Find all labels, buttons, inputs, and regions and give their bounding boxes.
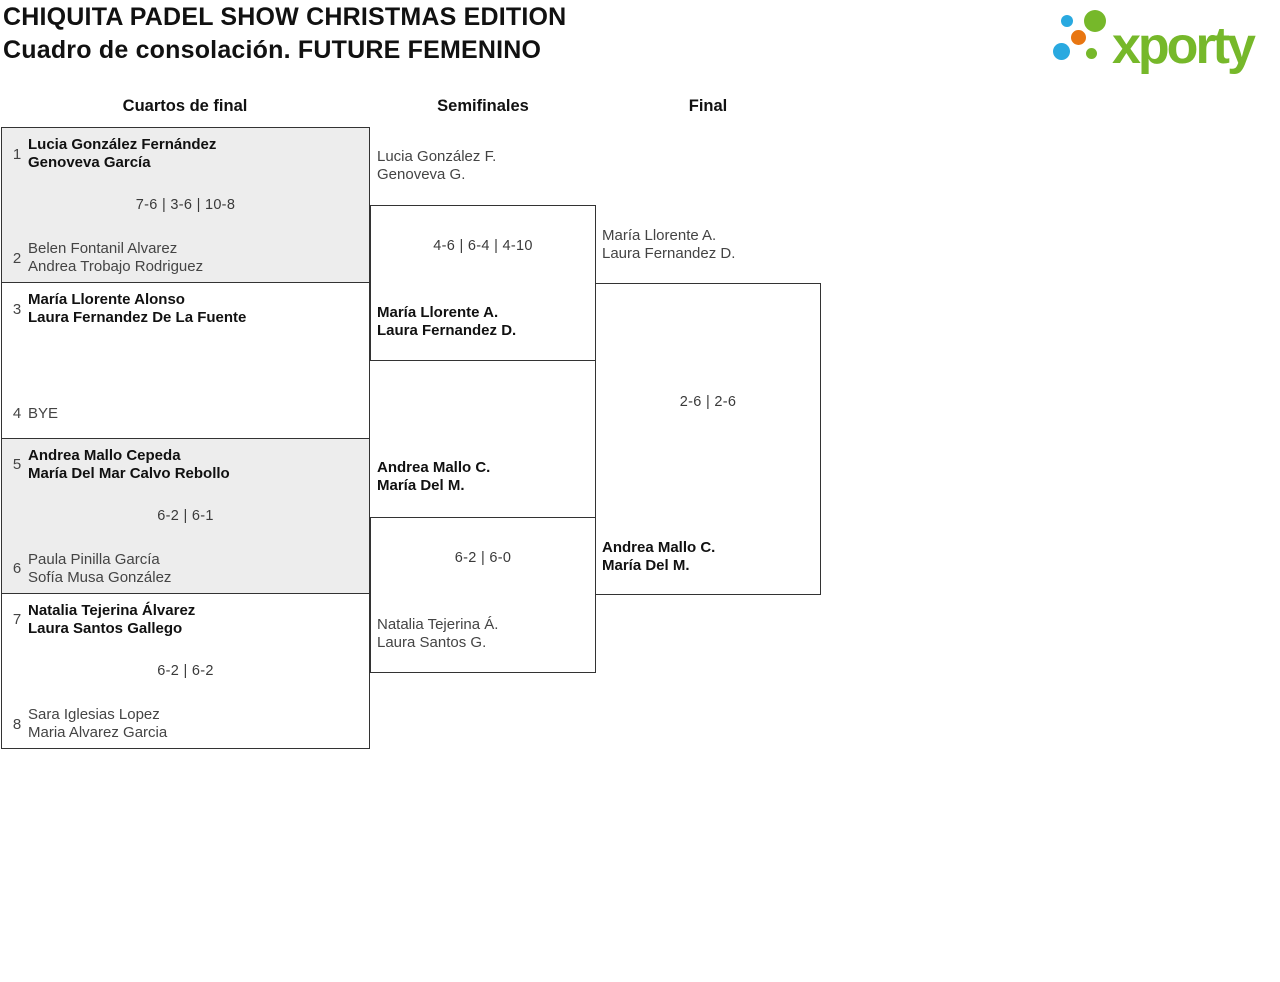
team-players: Lucia González Fernández Genoveva García	[28, 136, 216, 172]
team-entry[interactable]: 8 Sara Iglesias Lopez Maria Alvarez Garc…	[6, 706, 363, 742]
team-entry[interactable]: 6 Paula Pinilla García Sofía Musa Gonzál…	[6, 551, 363, 587]
team-players: Andrea Mallo Cepeda María Del Mar Calvo …	[28, 447, 230, 483]
player-name: Lucia González F.	[377, 148, 497, 165]
team-entry[interactable]: 5 Andrea Mallo Cepeda María Del Mar Calv…	[6, 447, 363, 483]
page-title: CHIQUITA PADEL SHOW CHRISTMAS EDITION Cu…	[3, 1, 566, 67]
player-name: Belen Fontanil Alvarez	[28, 240, 178, 258]
match-score: 6-2 | 6-2	[157, 662, 214, 679]
seed-number: 7	[12, 611, 22, 629]
team-players: María Llorente Alonso Laura Fernandez De…	[28, 291, 246, 327]
team-players: BYE	[28, 405, 58, 423]
logo-wordmark: xporty	[1112, 17, 1256, 75]
player-name: Andrea Trobajo Rodriguez	[28, 258, 204, 276]
player-name: María Llorente Alonso	[28, 291, 185, 309]
team-players: Belen Fontanil Alvarez Andrea Trobajo Ro…	[28, 240, 203, 276]
player-name: Andrea Mallo C.	[602, 539, 716, 556]
logo-dot-icon	[1071, 30, 1086, 45]
player-name: Laura Fernandez De La Fuente	[28, 309, 247, 327]
seed-number: 4	[12, 405, 22, 422]
final-match-box	[595, 283, 821, 595]
player-name: Laura Santos Gallego	[28, 619, 183, 637]
team-players: Sara Iglesias Lopez Maria Alvarez Garcia	[28, 706, 167, 742]
logo-dot-icon	[1061, 15, 1073, 27]
team-entry[interactable]: Natalia Tejerina Á. Laura Santos G.	[377, 616, 498, 652]
logo-dot-icon	[1086, 48, 1097, 59]
player-name: Andrea Mallo C.	[377, 459, 491, 476]
player-name: Natalia Tejerina Álvarez	[28, 601, 196, 619]
seed-number: 1	[12, 145, 22, 163]
team-players: Natalia Tejerina Álvarez Laura Santos Ga…	[28, 602, 195, 638]
round-header-semifinals: Semifinales	[437, 97, 529, 115]
player-name: Genoveva García	[28, 154, 151, 171]
xporty-logo[interactable]: xporty	[1050, 4, 1280, 76]
team-entry-bye[interactable]: 4 BYE	[6, 405, 363, 423]
team-entry[interactable]: María Llorente A. Laura Fernandez D.	[377, 304, 516, 340]
team-entry[interactable]: Andrea Mallo C. María Del M.	[602, 539, 715, 575]
team-entry[interactable]: Lucia González F. Genoveva G.	[377, 148, 496, 184]
team-entry[interactable]: 7 Natalia Tejerina Álvarez Laura Santos …	[6, 602, 363, 638]
player-name: María Del Mar Calvo Rebollo	[28, 464, 230, 482]
seed-number: 2	[12, 249, 22, 267]
team-entry[interactable]: Andrea Mallo C. María Del M.	[377, 459, 490, 495]
player-name: María Del M.	[602, 557, 690, 574]
team-entry[interactable]: 2 Belen Fontanil Alvarez Andrea Trobajo …	[6, 240, 363, 276]
match-score: 6-2 | 6-1	[157, 507, 214, 524]
match-score: 4-6 | 6-4 | 4-10	[433, 238, 533, 254]
player-name: Sara Iglesias Lopez	[28, 706, 160, 723]
bye-label: BYE	[28, 404, 59, 422]
player-name: Laura Santos G.	[377, 634, 487, 651]
team-entry[interactable]: María Llorente A. Laura Fernandez D.	[602, 227, 735, 263]
player-name: Lucia González Fernández	[28, 136, 217, 153]
player-name: Genoveva G.	[377, 166, 466, 183]
quarterfinal-match-4: 7 Natalia Tejerina Álvarez Laura Santos …	[2, 592, 369, 748]
seed-number: 5	[12, 456, 22, 473]
semifinal-match-2-box	[370, 517, 596, 673]
player-name: María Del M.	[377, 477, 465, 494]
seed-number: 8	[12, 715, 22, 733]
tournament-title: CHIQUITA PADEL SHOW CHRISTMAS EDITION	[3, 3, 567, 31]
match-score: 6-2 | 6-0	[454, 550, 512, 566]
player-name: Maria Alvarez Garcia	[28, 724, 168, 741]
round-header-final: Final	[688, 97, 728, 115]
quarterfinals-column: 1 Lucia González Fernández Genoveva Garc…	[1, 127, 370, 749]
seed-number: 3	[12, 300, 22, 318]
round-header-quarterfinals: Cuartos de final	[122, 97, 248, 115]
quarterfinal-match-2: 3 María Llorente Alonso Laura Fernandez …	[2, 282, 369, 438]
draw-subtitle: Cuadro de consolación. FUTURE FEMENINO	[3, 36, 542, 64]
team-entry[interactable]: 1 Lucia González Fernández Genoveva Garc…	[6, 136, 363, 172]
team-entry[interactable]: 3 María Llorente Alonso Laura Fernandez …	[6, 291, 363, 327]
player-name: Laura Fernandez D.	[602, 245, 736, 262]
quarterfinal-match-1: 1 Lucia González Fernández Genoveva Garc…	[2, 128, 369, 283]
match-score: 7-6 | 3-6 | 10-8	[135, 197, 236, 214]
seed-number: 6	[12, 560, 22, 578]
quarterfinal-match-3: 5 Andrea Mallo Cepeda María Del Mar Calv…	[2, 437, 369, 593]
player-name: Sofía Musa González	[28, 568, 172, 586]
player-name: María Llorente A.	[602, 227, 717, 244]
team-players: Paula Pinilla García Sofía Musa González	[28, 551, 171, 587]
player-name: Paula Pinilla García	[28, 550, 160, 568]
player-name: Natalia Tejerina Á.	[377, 616, 499, 633]
player-name: María Llorente A.	[377, 304, 499, 321]
logo-dot-icon	[1084, 10, 1106, 32]
player-name: Laura Fernandez D.	[377, 322, 517, 339]
logo-dot-icon	[1053, 43, 1070, 60]
match-score: 2-6 | 2-6	[679, 394, 737, 410]
player-name: Andrea Mallo Cepeda	[28, 446, 181, 464]
